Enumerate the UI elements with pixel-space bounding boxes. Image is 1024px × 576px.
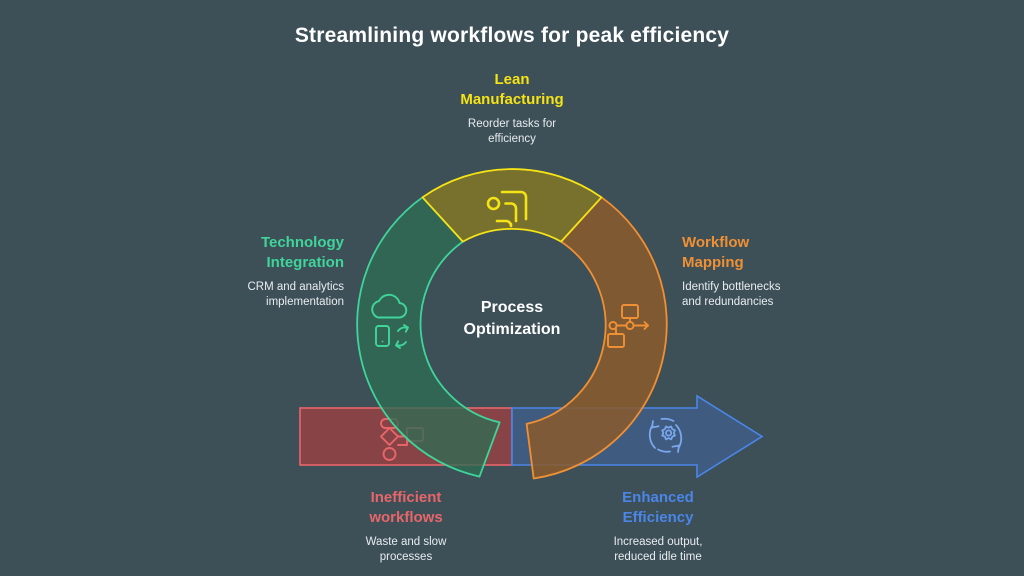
reorder-tasks-icon xyxy=(486,190,528,228)
gear-refresh-icon xyxy=(648,417,683,453)
page-title: Streamlining workflows for peak efficien… xyxy=(294,24,730,47)
callout-title: Lean Manufacturing xyxy=(460,71,564,108)
callout-description: Reorder tasks for efficiency xyxy=(467,118,557,145)
callout-description: CRM and analytics implementation xyxy=(247,281,344,308)
workflow-mapping-segment[interactable] xyxy=(525,196,668,480)
callout-workflow-mapping: Workflow Mapping Identify bottlenecks an… xyxy=(682,233,872,310)
callout-title: Inefficient workflows xyxy=(369,489,443,526)
callout-inefficient-workflows: Inefficient workflows Waste and slow pro… xyxy=(306,488,506,565)
callout-enhanced-efficiency: Enhanced Efficiency Increased output, re… xyxy=(558,488,758,565)
technology-integration-segment[interactable] xyxy=(356,196,501,478)
callout-lean-manufacturing: Lean Manufacturing Reorder tasks for eff… xyxy=(412,70,612,147)
callout-description: Waste and slow processes xyxy=(365,536,447,563)
center-label: Process Optimization xyxy=(463,299,561,338)
cloud-sync-icon xyxy=(371,293,409,349)
callout-title: Enhanced Efficiency xyxy=(622,489,694,526)
callout-technology-integration: Technology Integration CRM and analytics… xyxy=(158,233,344,310)
callout-description: Identify bottlenecks and redundancies xyxy=(682,281,781,308)
callout-title: Technology Integration xyxy=(260,234,344,271)
callout-title: Workflow Mapping xyxy=(682,234,750,271)
lean-manufacturing-segment[interactable] xyxy=(421,168,603,243)
flowchart-arrow-icon xyxy=(607,304,649,348)
callout-description: Increased output, reduced idle time xyxy=(613,536,703,563)
